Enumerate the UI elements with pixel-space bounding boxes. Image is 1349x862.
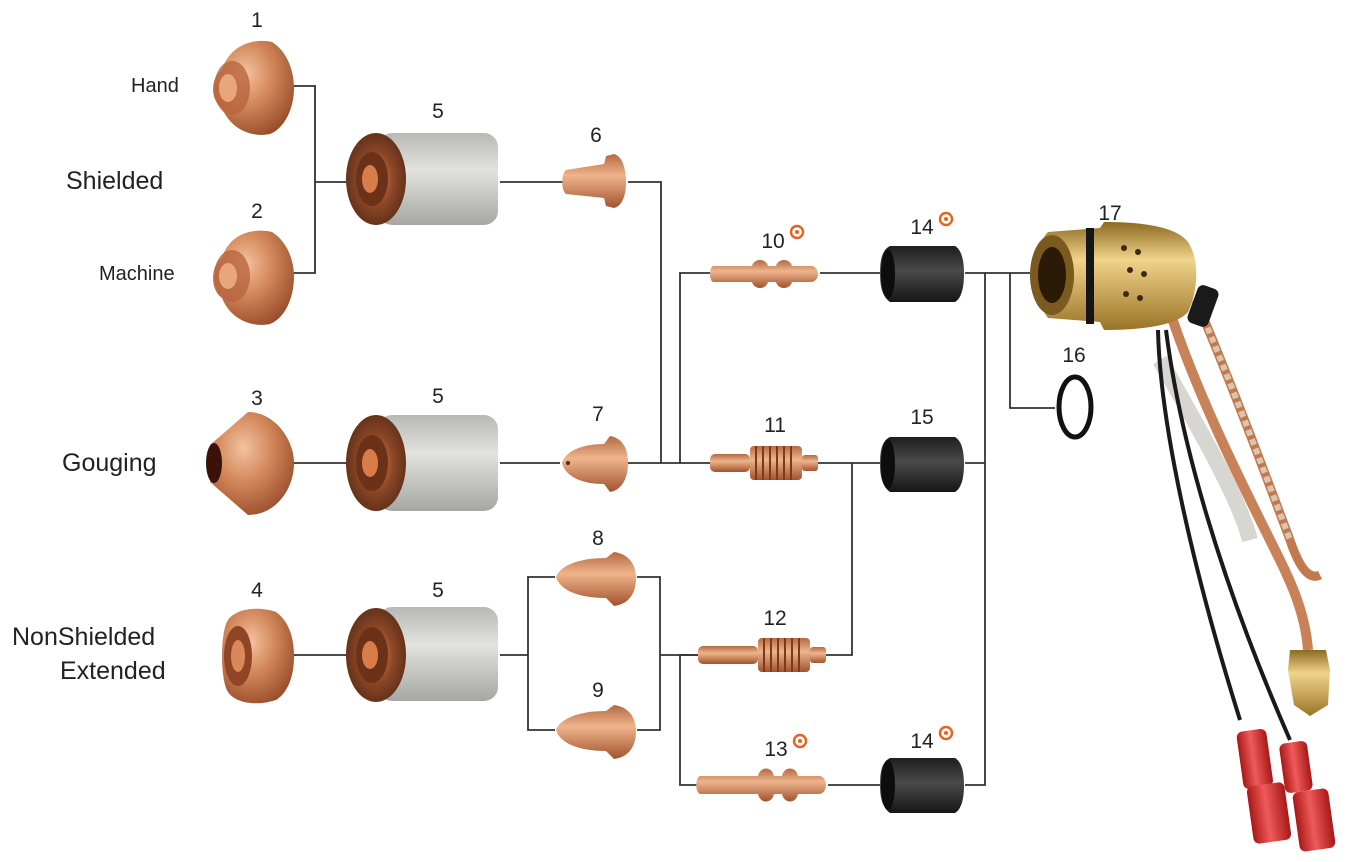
swirl-ring-14-bottom-part (880, 758, 964, 813)
electrode-11-part (710, 446, 818, 480)
part-number-9: 9 (592, 679, 604, 702)
o-ring-part (1056, 374, 1094, 440)
shield-machine-part (213, 230, 294, 325)
retaining-cup-nonshielded-part (346, 607, 498, 702)
part-number-5-nonshielded: 5 (432, 579, 444, 602)
part-number-8: 8 (592, 527, 604, 550)
category-shielded: Shielded (66, 167, 163, 195)
category-machine: Machine (99, 263, 175, 285)
electrode-12-part (698, 638, 826, 672)
nozzle-7-part (562, 436, 628, 492)
category-extended: Extended (60, 657, 166, 685)
marker-icon-14-bottom (938, 725, 954, 741)
category-nonshielded: NonShielded (12, 623, 155, 651)
part-number-10: 10 (761, 230, 784, 253)
category-gouging: Gouging (62, 449, 157, 477)
red-connector-left (1236, 728, 1292, 844)
electrode-10-part (710, 260, 818, 288)
shield-nonshielded-part (222, 608, 294, 704)
swirl-ring-14-top-part (880, 246, 964, 302)
marker-icon-14-top (938, 211, 954, 227)
part-number-12: 12 (763, 607, 786, 630)
part-numbers: 1 2 3 4 5 5 5 6 7 8 9 10 11 12 13 14 15 … (251, 9, 1122, 761)
nozzle-9-part (556, 705, 636, 759)
part-number-2: 2 (251, 200, 263, 223)
part-number-1: 1 (251, 9, 263, 32)
marker-icon-13 (792, 733, 808, 749)
electrode-13-part (696, 768, 826, 802)
part-number-15: 15 (910, 406, 933, 429)
part-number-4: 4 (251, 579, 263, 602)
part-number-16: 16 (1062, 344, 1085, 367)
retaining-cup-shielded-part (346, 133, 498, 225)
part-number-11: 11 (764, 414, 786, 437)
category-hand: Hand (131, 75, 179, 97)
red-connector-right (1279, 741, 1336, 852)
shield-gouging-part (206, 412, 294, 515)
part-number-17: 17 (1098, 202, 1121, 225)
connector-lines (292, 85, 1055, 786)
retaining-cup-gouging-part (346, 415, 498, 511)
nozzle-8-part (556, 552, 636, 606)
shield-hand-part (213, 40, 294, 135)
part-number-14-bottom: 14 (910, 730, 934, 753)
marker-icons (789, 211, 954, 749)
part-number-14-top: 14 (910, 216, 934, 239)
part-number-5-shielded: 5 (432, 100, 444, 123)
part-number-5-gouging: 5 (432, 385, 444, 408)
swirl-ring-15-part (880, 437, 964, 492)
nozzle-6-part (562, 154, 626, 208)
part-number-13: 13 (764, 738, 787, 761)
torch-head-part (1030, 222, 1336, 852)
part-number-6: 6 (590, 124, 602, 147)
part-number-3: 3 (251, 387, 263, 410)
part-number-7: 7 (592, 403, 604, 426)
marker-icon-10 (789, 224, 805, 240)
